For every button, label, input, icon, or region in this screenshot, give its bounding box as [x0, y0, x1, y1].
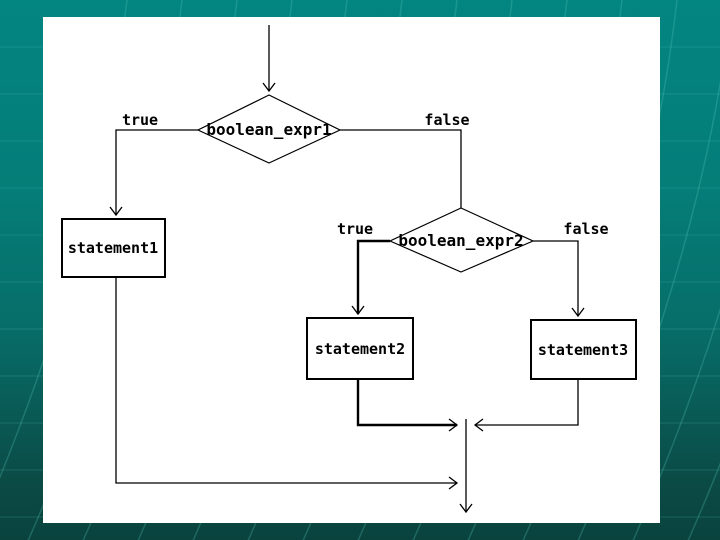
decision1-false-branch-label: false: [424, 111, 469, 129]
statement2-shape: [306, 317, 414, 380]
edge-decision1-true-to-statement1: [109, 129, 198, 217]
flow-edges: [109, 25, 585, 514]
edge-decision2-false-to-statement3: [533, 240, 585, 318]
edge-decision1-false-to-decision2: [340, 129, 462, 208]
edge-decision2-true-to-statement2: [351, 239, 390, 316]
statement2-process: statement2: [306, 317, 414, 380]
if-else-flowchart: boolean_expr1 boolean_expr2 true false t…: [61, 25, 637, 514]
decision2-diamond: boolean_expr2: [388, 207, 535, 273]
decision2-true-branch-label: true: [337, 220, 373, 238]
statement1-shape: [61, 218, 166, 278]
decision2-label: boolean_expr2: [398, 231, 523, 250]
edge-statement3-to-merge: [473, 379, 579, 432]
edge-statement2-to-merge: [356, 379, 459, 432]
decision2-false-branch-label: false: [563, 220, 608, 238]
decision1-shape: [196, 94, 342, 164]
edge-statement1-to-merge: [115, 277, 459, 490]
statement2-label: statement2: [315, 340, 405, 358]
statement3-process: statement3: [530, 319, 637, 380]
statement3-shape: [530, 319, 637, 380]
statement1-label: statement1: [68, 239, 158, 257]
decision1-label: boolean_expr1: [206, 120, 331, 139]
slide-canvas: boolean_expr1 boolean_expr2 true false t…: [43, 17, 660, 523]
statement3-label: statement3: [538, 341, 628, 359]
decision1-true-branch-label: true: [122, 111, 158, 129]
statement1-process: statement1: [61, 218, 166, 278]
decision1-diamond: boolean_expr1: [196, 94, 342, 164]
decision2-shape: [388, 207, 535, 273]
